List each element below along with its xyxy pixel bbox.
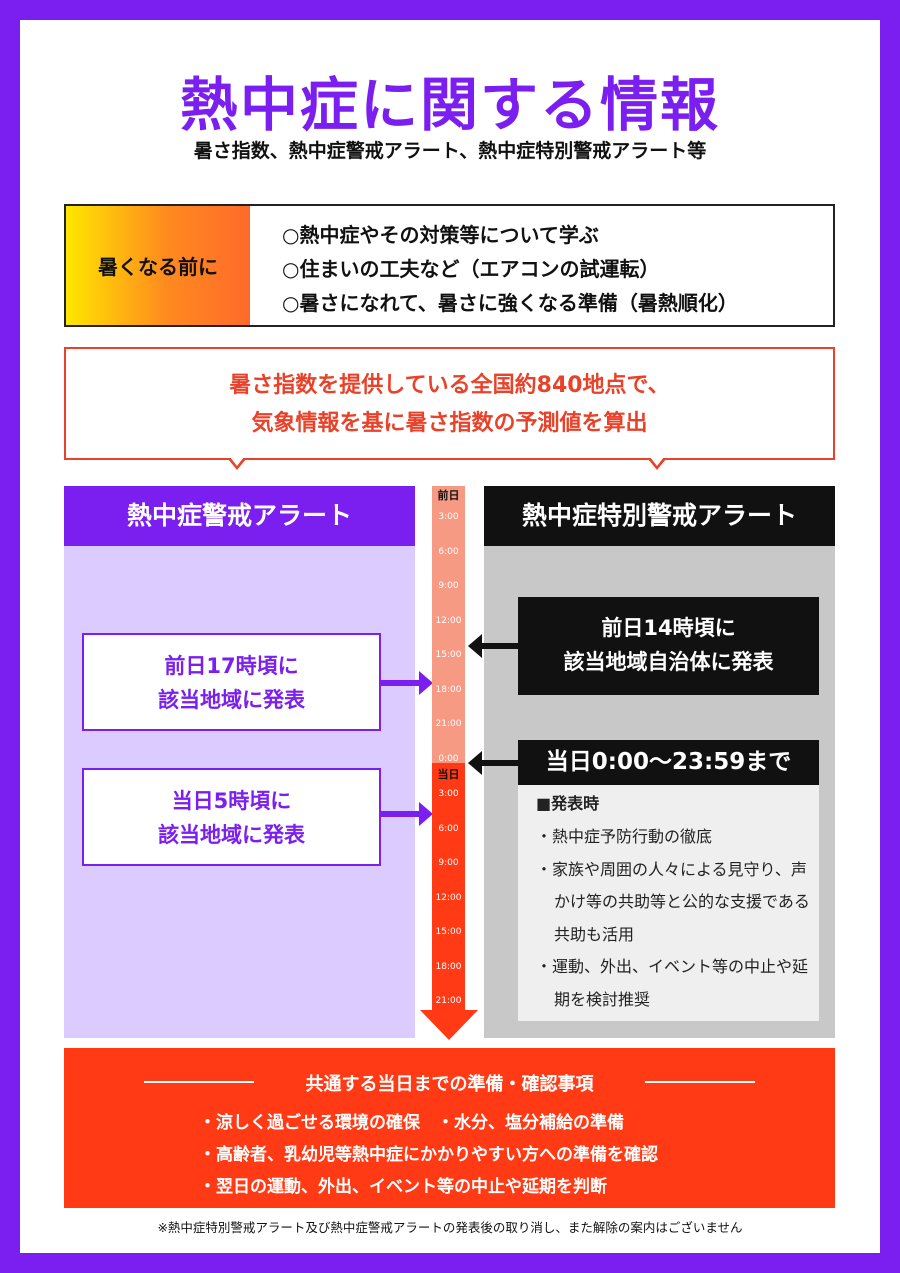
alert-prev-day-box: 前日17時頃に 該当地域に発表 [82, 633, 381, 731]
list-item: ・運動、外出、イベント等の中止や延期を検討推奨 [536, 957, 809, 1009]
before-heat-label: 暑くなる前に [66, 206, 250, 325]
pointer-notch [648, 457, 666, 470]
calculation-line: 暑さ指数を提供している全国約840地点で、 [229, 373, 670, 398]
arrow-right-icon [381, 671, 433, 695]
list-item: ・翌日の運動、外出、イベント等の中止や延期を判断 [199, 1177, 607, 1197]
footnote: ※熱中症特別警戒アラート及び熱中症警戒アラートの発表後の取り消し、また解除の案内… [157, 1220, 743, 1235]
timeline-same-day [432, 763, 465, 1010]
common-header: 共通する当日までの準備・確認事項 [305, 1074, 594, 1095]
alert-panel [64, 486, 415, 1038]
timeline-prev-day-label: 前日 [437, 489, 460, 502]
timeline-tick: 15:00 [435, 927, 462, 937]
list-item: ○住まいの工夫など（エアコンの試運転） [282, 257, 660, 281]
calculation-line: 気象情報を基に暑さ指数の予測値を算出 [251, 411, 648, 436]
alert-header: 熱中症警戒アラート [64, 486, 415, 546]
arrow-left-icon [468, 751, 518, 775]
timeline-tick: 6:00 [438, 823, 459, 834]
list-item: ・高齢者、乳幼児等熱中症にかかりやすい方への準備を確認 [199, 1145, 658, 1165]
special-alert-list: ■発表時 ・熱中症予防行動の徹底 ・家族や周囲の人々による見守り、声かけ等の共助… [518, 785, 819, 1021]
divider [645, 1081, 755, 1083]
common-section: 共通する当日までの準備・確認事項 ・涼しく過ごせる環境の確保 ・水分、塩分補給の… [64, 1048, 835, 1208]
page-subtitle: 暑さ指数、熱中症警戒アラート、熱中症特別警戒アラート等 [193, 140, 707, 162]
special-alert-header: 熱中症特別警戒アラート [484, 486, 835, 546]
timeline-prev-day [432, 486, 465, 763]
timeline-tick: 3:00 [438, 789, 459, 799]
timeline-arrow-icon [420, 1010, 478, 1040]
timeline-tick: 21:00 [435, 719, 462, 729]
timeline-tick: 0:00 [438, 753, 459, 764]
timeline-tick: 21:00 [435, 996, 462, 1006]
list-item: ・家族や周囲の人々による見守り、声かけ等の共助等と公的な支援である共助も活用 [536, 859, 810, 944]
list-item: ○暑さになれて、暑さに強くなる準備（暑熱順化） [282, 291, 738, 315]
before-heat-list: ○熱中症やその対策等について学ぶ ○住まいの工夫など（エアコンの試運転） ○暑さ… [250, 206, 738, 325]
before-heat-box: 暑くなる前に ○熱中症やその対策等について学ぶ ○住まいの工夫など（エアコンの試… [64, 204, 835, 327]
page-title: 熱中症に関する情報 [179, 71, 720, 139]
timeline-same-day-label: 当日 [437, 768, 460, 781]
alert-same-day-box: 当日5時頃に 該当地域に発表 [82, 768, 381, 866]
timeline-tick: 12:00 [435, 615, 462, 626]
alert-text: 該当地域に発表 [158, 823, 305, 847]
arrow-right-icon [381, 802, 433, 826]
timeline-tick: 18:00 [435, 961, 462, 972]
alert-text: 該当地域に発表 [158, 688, 305, 712]
list-title: ■発表時 [536, 794, 600, 813]
alert-text: 前日17時頃に [164, 654, 299, 678]
list-item: ○熱中症やその対策等について学ぶ [282, 223, 599, 247]
special-alert-period: 当日0:00〜23:59まで [518, 740, 819, 785]
timeline-tick: 9:00 [438, 858, 459, 868]
divider [144, 1081, 254, 1083]
arrow-left-icon [468, 634, 518, 658]
timeline-tick: 12:00 [435, 892, 462, 903]
timeline-tick: 18:00 [435, 684, 462, 695]
timeline-tick: 6:00 [438, 546, 459, 557]
list-item: ・涼しく過ごせる環境の確保 ・水分、塩分補給の準備 [199, 1113, 624, 1133]
calculation-box: 暑さ指数を提供している全国約840地点で、 気象情報を基に暑さ指数の予測値を算出 [64, 347, 835, 460]
alert-text: 当日5時頃に [171, 789, 292, 813]
special-alert-text: 該当地域自治体に発表 [563, 650, 774, 674]
timeline-tick: 15:00 [435, 650, 462, 660]
timeline-tick: 9:00 [438, 581, 459, 591]
pointer-notch [228, 457, 246, 470]
special-alert-prev-day-box: 前日14時頃に 該当地域自治体に発表 [518, 597, 819, 695]
timeline-tick: 3:00 [438, 512, 459, 522]
list-item: ・熱中症予防行動の徹底 [536, 827, 713, 846]
special-alert-text: 前日14時頃に [601, 616, 736, 640]
